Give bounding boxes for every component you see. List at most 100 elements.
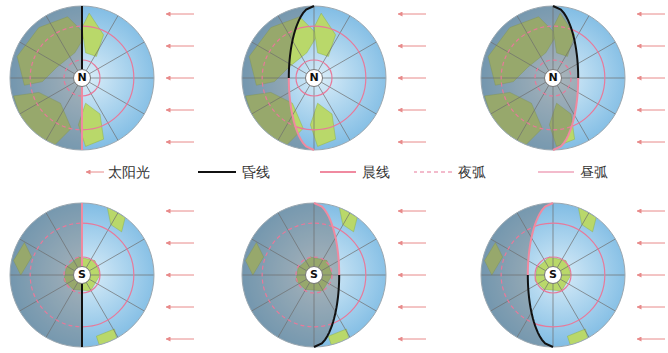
- pole-label: N: [544, 69, 562, 87]
- legend-sample: [320, 171, 356, 173]
- meridian: [491, 78, 553, 114]
- night-arc: [262, 26, 366, 130]
- meridian: [20, 78, 82, 114]
- dusk-line: [314, 275, 339, 347]
- sunlight-arrow: [637, 110, 665, 111]
- meridian: [553, 78, 554, 150]
- sunlight-arrow: [398, 14, 426, 15]
- globe: [10, 203, 154, 347]
- sunlight-arrow: [637, 275, 665, 276]
- meridian: [553, 275, 625, 276]
- day-arc: [262, 26, 366, 130]
- globe: [242, 203, 386, 347]
- meridian: [481, 78, 553, 79]
- meridian: [314, 275, 376, 311]
- meridian: [553, 275, 615, 311]
- legend-sample: [414, 171, 452, 172]
- meridian: [553, 213, 589, 275]
- day-arc: [296, 257, 332, 293]
- day-arc: [535, 60, 571, 96]
- sunlight-arrow: [166, 142, 194, 143]
- ocean: [481, 6, 625, 150]
- dusk-line: [81, 275, 83, 347]
- meridian: [242, 78, 314, 79]
- meridian: [252, 275, 314, 311]
- meridian: [82, 16, 118, 78]
- meridian: [314, 275, 315, 347]
- meridian: [491, 275, 553, 311]
- meridian: [553, 42, 615, 78]
- sunlight-arrow: [166, 211, 194, 212]
- legend-text: 夜弧: [458, 163, 486, 181]
- day-arc: [296, 60, 332, 96]
- pole-label: N: [73, 69, 91, 87]
- sunlight-arrow: [637, 78, 665, 79]
- dawn-line: [553, 78, 578, 150]
- meridian: [82, 239, 144, 275]
- meridian: [82, 42, 144, 78]
- ocean: [242, 203, 386, 347]
- sunlight-arrow: [166, 307, 194, 308]
- legend-sample: [538, 171, 574, 172]
- land: [82, 13, 104, 56]
- night-arc: [262, 223, 366, 327]
- meridian: [314, 16, 350, 78]
- land: [578, 207, 596, 232]
- meridian: [252, 239, 314, 275]
- meridian: [46, 275, 82, 337]
- meridian: [553, 6, 554, 78]
- meridian: [82, 78, 154, 79]
- dawn-line: [81, 203, 83, 275]
- meridian: [553, 239, 615, 275]
- meridian: [82, 275, 154, 276]
- meridian: [491, 42, 553, 78]
- sunlight-arrow: [398, 275, 426, 276]
- meridian: [82, 275, 83, 347]
- sunlight-arrow: [398, 339, 426, 340]
- meridian: [46, 213, 82, 275]
- globe: [10, 6, 154, 150]
- legend-text: 太阳光: [108, 163, 150, 181]
- day-arc: [262, 223, 366, 327]
- meridian: [82, 78, 83, 150]
- meridian: [20, 275, 82, 311]
- sunlight-arrow: [166, 243, 194, 244]
- meridian: [553, 78, 615, 114]
- meridian: [46, 78, 82, 140]
- meridian: [314, 78, 386, 79]
- meridian: [481, 275, 553, 276]
- ocean: [242, 6, 386, 150]
- meridian: [252, 42, 314, 78]
- night-arc: [296, 60, 332, 96]
- sunlight-arrow: [637, 142, 665, 143]
- night-arc: [535, 257, 571, 293]
- day-arc: [535, 257, 571, 293]
- meridian: [278, 213, 314, 275]
- meridian: [314, 239, 376, 275]
- legend-sample: [198, 171, 236, 173]
- day-arc: [501, 223, 605, 327]
- meridian: [82, 275, 118, 337]
- day-arc: [501, 26, 605, 130]
- pole-label: S: [305, 266, 323, 284]
- meridian: [46, 16, 82, 78]
- sunlight-arrow: [398, 243, 426, 244]
- meridian: [517, 16, 553, 78]
- legend-text: 昼弧: [580, 163, 608, 181]
- globe: [481, 6, 625, 150]
- pole-label: N: [305, 69, 323, 87]
- meridian: [20, 239, 82, 275]
- sunlight-arrow: [166, 46, 194, 47]
- meridian: [491, 239, 553, 275]
- night-arc: [535, 60, 571, 96]
- globe: [481, 203, 625, 347]
- meridian: [82, 78, 144, 114]
- meridian: [314, 203, 315, 275]
- ocean: [481, 203, 625, 347]
- meridian: [314, 78, 350, 140]
- dusk-line: [81, 6, 83, 78]
- sunlight-arrow: [166, 110, 194, 111]
- sunlight-arrow: [398, 142, 426, 143]
